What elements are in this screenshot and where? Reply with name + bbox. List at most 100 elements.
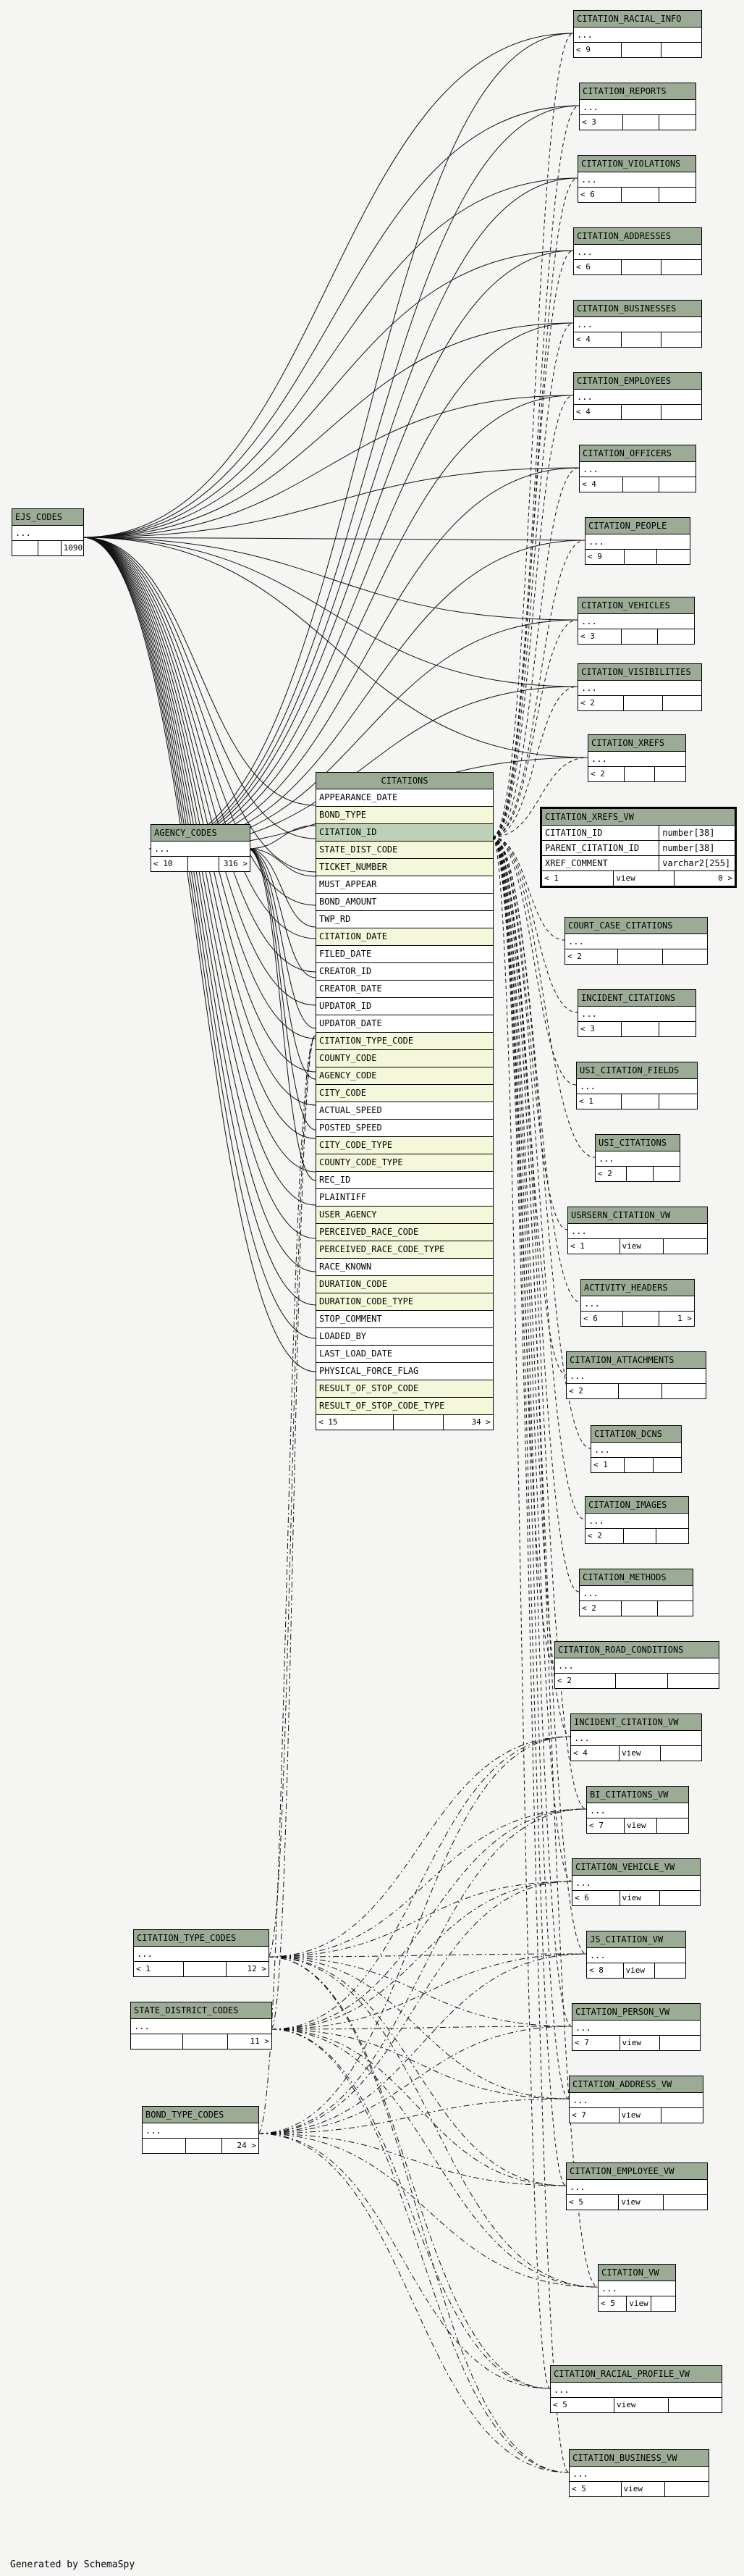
table-citation-racial-info[interactable]: CITATION_RACIAL_INFO...< 9 (573, 10, 702, 58)
table-name: USRSERN_CITATION_VW (568, 1207, 707, 1224)
table-citation-reports[interactable]: CITATION_REPORTS...< 3 (579, 83, 696, 130)
child-count (654, 1167, 680, 1181)
table-citation-road-conditions[interactable]: CITATION_ROAD_CONDITIONS...< 2 (554, 1641, 719, 1689)
relation-line (257, 2026, 572, 2134)
table-citation-employees[interactable]: CITATION_EMPLOYEES...< 4 (573, 372, 702, 420)
child-count (661, 2108, 703, 2123)
table-usi-citations[interactable]: USI_CITATIONS...< 2 (595, 1134, 680, 1182)
relation-line (82, 537, 316, 1339)
table-incident-citations[interactable]: INCIDENT_CITATIONS...< 3 (578, 989, 696, 1037)
child-count: 1090 > (63, 543, 83, 553)
table-citation-officers[interactable]: CITATION_OFFICERS...< 4 (579, 445, 696, 492)
column-row: ... (574, 28, 701, 43)
table-citation-visibilities[interactable]: CITATION_VISIBILITIES...< 2 (578, 663, 702, 711)
blank-cell (627, 1167, 654, 1181)
table-footer: < 2 (586, 1529, 688, 1543)
child-count: 1 > (677, 1314, 692, 1323)
column-row: ... (578, 172, 696, 188)
table-footer: < 2 (578, 696, 701, 710)
relation-line (82, 537, 316, 1239)
table-ejs-codes[interactable]: EJS_CODES...1090 > (12, 508, 84, 556)
relation-line (82, 537, 316, 973)
parent-count: < 3 (578, 1022, 622, 1036)
table-state-district-codes[interactable]: STATE_DISTRICT_CODES...11 > (130, 2002, 272, 2050)
table-name: EJS_CODES (12, 509, 83, 526)
column-row: BOND_AMOUNT (316, 894, 493, 911)
table-usi-citation-fields[interactable]: USI_CITATION_FIELDS...< 1 (576, 1062, 698, 1109)
relation-line (247, 848, 316, 1029)
table-citation-addresses[interactable]: CITATION_ADDRESSES...< 6 (573, 227, 702, 275)
parent-count: < 5 (567, 2195, 620, 2210)
table-name: CITATION_BUSINESSES (574, 301, 701, 317)
table-citation-dcns[interactable]: CITATION_DCNS...< 1 (591, 1425, 682, 1473)
table-citation-attachments[interactable]: CITATION_ATTACHMENTS...< 2 (566, 1351, 706, 1399)
parent-count: < 7 (587, 1818, 625, 1833)
relation-line (491, 836, 572, 1882)
table-name: USI_CITATIONS (596, 1135, 680, 1151)
column-row: ... (580, 100, 696, 115)
table-footer: < 6 (574, 260, 701, 274)
table-footer: < 6 (578, 188, 696, 202)
relation-line (82, 33, 574, 538)
relation-line (270, 2026, 572, 2030)
parent-count: < 2 (596, 1167, 627, 1181)
table-name: CITATION_IMAGES (586, 1497, 688, 1514)
relation-line (491, 105, 580, 838)
relation-line (270, 2029, 551, 2389)
parent-count: < 5 (551, 2398, 614, 2412)
relation-line (247, 848, 316, 1130)
relation-line (491, 836, 570, 2099)
table-citation-violations[interactable]: CITATION_VIOLATIONS...< 6 (578, 155, 696, 203)
table-citation-vehicles[interactable]: CITATION_VEHICLES...< 3 (578, 597, 695, 645)
column-row: USER_AGENCY (316, 1207, 493, 1224)
blank-cell (622, 629, 659, 644)
column-row: ... (588, 752, 685, 767)
blank-cell (622, 260, 662, 274)
relation-line (270, 1035, 316, 2030)
child-count (659, 115, 696, 130)
relation-line (491, 177, 578, 838)
table-name: CITATIONS (316, 773, 493, 789)
column-row: ... (565, 934, 707, 949)
parent-count: < 2 (567, 1384, 619, 1398)
relation-line (491, 836, 568, 1230)
table-citation-people[interactable]: CITATION_PEOPLE...< 9 (585, 517, 690, 565)
table-citation-xrefs[interactable]: CITATION_XREFS...< 2 (588, 734, 686, 782)
column-row: ... (134, 1947, 269, 1962)
relation-line (267, 1808, 587, 1958)
table-citation-businesses[interactable]: CITATION_BUSINESSES...< 4 (573, 300, 702, 348)
relation-line (270, 1808, 587, 2030)
blank-cell (622, 405, 662, 419)
parent-count: < 4 (580, 477, 623, 492)
table-name: JS_CITATION_VW (587, 1931, 685, 1948)
parent-count (131, 2034, 184, 2049)
view-label: view (614, 2398, 669, 2412)
table-court-case-citations[interactable]: COURT_CASE_CITATIONS...< 2 (565, 917, 708, 965)
table-bond-type-codes[interactable]: BOND_TYPE_CODES...24 > (142, 2106, 259, 2154)
view-label: view (620, 2108, 661, 2123)
column-row: ... (574, 390, 701, 405)
column-row: LOADED_BY (316, 1328, 493, 1346)
table-citation-images[interactable]: CITATION_IMAGES...< 2 (585, 1496, 689, 1544)
table-citation-methods[interactable]: CITATION_METHODS...< 2 (579, 1569, 693, 1616)
